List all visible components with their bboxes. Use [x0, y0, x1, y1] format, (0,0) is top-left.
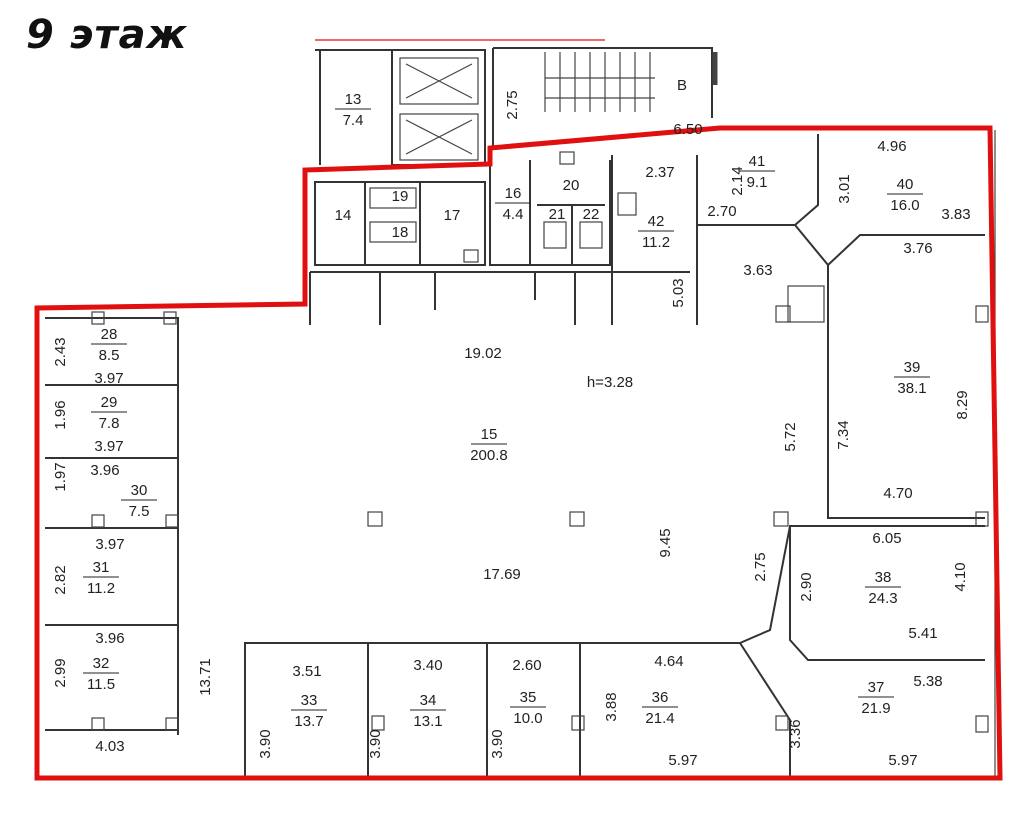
- rental-area-outline: [34, 39, 1003, 781]
- dimension-label: 3.76: [903, 240, 932, 257]
- room-area: 38.1: [897, 380, 926, 397]
- room-number: 15: [481, 426, 498, 443]
- room-area: 8.5: [99, 347, 120, 364]
- room-area: 11.2: [87, 580, 115, 597]
- dimension-label: 3.40: [413, 657, 442, 674]
- dimension-label: 9.45: [657, 528, 674, 557]
- room-area: 4.4: [503, 206, 524, 223]
- room-area: 16.0: [890, 197, 919, 214]
- dimension-label: 5.72: [782, 422, 799, 451]
- floor-title: 9 этаж: [26, 12, 188, 58]
- room-number: В: [677, 77, 687, 94]
- room-number: 39: [904, 359, 921, 376]
- room-number: 38: [875, 569, 892, 586]
- room-number: 20: [563, 177, 580, 194]
- dimension-label: 4.64: [654, 653, 683, 670]
- dimension-label: 2.82: [52, 565, 69, 594]
- dimension-label: 1.96: [52, 400, 69, 429]
- room-number: 35: [520, 689, 537, 706]
- dimension-label: 4.96: [877, 138, 906, 155]
- room-area: 21.4: [645, 710, 674, 727]
- dimension-label: 3.51: [292, 663, 321, 680]
- dimension-label: 2.75: [504, 90, 521, 119]
- dimension-label: 4.03: [95, 738, 124, 755]
- dimension-label: 3.88: [603, 692, 620, 721]
- room-number: 22: [583, 206, 600, 223]
- room-area: 13.1: [413, 713, 442, 730]
- room-number: 17: [444, 207, 461, 224]
- dimension-label: 6.05: [872, 530, 901, 547]
- dimension-label: 2.60: [512, 657, 541, 674]
- dimension-label: 1.97: [52, 462, 69, 491]
- dimension-label: 4.10: [952, 562, 969, 591]
- dimension-label: 3.97: [94, 438, 123, 455]
- room-area: 7.4: [343, 112, 364, 129]
- dimension-label: 3.90: [367, 729, 384, 758]
- room-area: 11.2: [642, 234, 670, 251]
- dimension-label: 13.71: [197, 658, 214, 696]
- dimension-label: 17.69: [483, 566, 521, 583]
- room-number: 30: [131, 482, 148, 499]
- room-area: 21.9: [861, 700, 890, 717]
- dimension-label: 2.90: [798, 572, 815, 601]
- dimension-label: 2.37: [645, 164, 674, 181]
- dimension-label: 3.83: [941, 206, 970, 223]
- room-area: 200.8: [470, 447, 508, 464]
- dimension-label: 2.43: [52, 337, 69, 366]
- room-number: 16: [505, 185, 522, 202]
- room-number: 40: [897, 176, 914, 193]
- room-number: 36: [652, 689, 669, 706]
- dimension-label: 8.29: [954, 390, 971, 419]
- dimension-label: 5.41: [908, 625, 937, 642]
- room-number: 19: [392, 188, 409, 205]
- dimension-label: 4.70: [883, 485, 912, 502]
- walls: [45, 47, 996, 778]
- room-area: 7.8: [99, 415, 120, 432]
- dimension-label: 3.96: [90, 462, 119, 479]
- dimension-label: 5.03: [670, 278, 687, 307]
- dimension-label: h=3.28: [587, 374, 633, 391]
- dimension-label: 2.14: [729, 166, 746, 195]
- dimension-label: 3.90: [257, 729, 274, 758]
- dimension-label: 3.63: [743, 262, 772, 279]
- room-number: 13: [345, 91, 362, 108]
- dimension-label: 19.02: [464, 345, 502, 362]
- dimension-label: 5.97: [888, 752, 917, 769]
- room-area: 7.5: [129, 503, 150, 520]
- room-number: 34: [420, 692, 437, 709]
- room-number: 42: [648, 213, 665, 230]
- dimension-label: 3.01: [836, 174, 853, 203]
- room-number: 32: [93, 655, 110, 672]
- dimension-label: 2.70: [707, 203, 736, 220]
- room-number: 28: [101, 326, 118, 343]
- dimension-label: 3.97: [94, 370, 123, 387]
- room-number: 21: [549, 206, 566, 223]
- dimension-label: 5.38: [913, 673, 942, 690]
- room-number: 29: [101, 394, 118, 411]
- dimension-label: 3.97: [95, 536, 124, 553]
- room-area: 24.3: [868, 590, 897, 607]
- dimension-label: 2.75: [752, 552, 769, 581]
- room-area: 10.0: [513, 710, 542, 727]
- dimension-label: 3.36: [787, 719, 804, 748]
- room-number: 41: [749, 153, 766, 170]
- dimension-label: 7.34: [835, 420, 852, 449]
- room-area: 13.7: [294, 713, 323, 730]
- room-number: 18: [392, 224, 409, 241]
- room-area: 11.5: [87, 676, 115, 693]
- room-area: 9.1: [747, 174, 768, 191]
- dimension-label: 2.99: [52, 658, 69, 687]
- room-number: 14: [335, 207, 352, 224]
- room-number: 31: [93, 559, 110, 576]
- room-number: 33: [301, 692, 318, 709]
- dimension-label: 3.96: [95, 630, 124, 647]
- dimension-label: 5.97: [668, 752, 697, 769]
- dimension-label: 3.90: [489, 729, 506, 758]
- room-number: 37: [868, 679, 885, 696]
- dimension-label: 6.50: [673, 121, 702, 138]
